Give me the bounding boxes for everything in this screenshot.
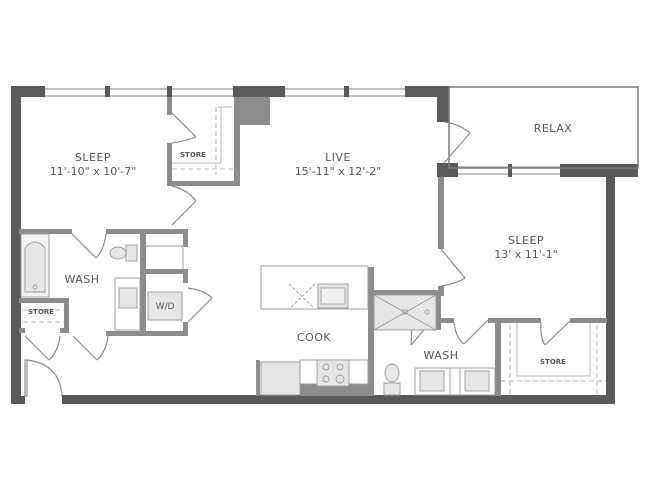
room-dim-sleep-2: 13' x 11'-1" — [494, 248, 558, 261]
room-name-relax: RELAX — [534, 122, 573, 135]
store-label-3: STORE — [540, 358, 566, 366]
toilet — [109, 246, 127, 260]
room-labels: SLEEP 11'-10" x 10'-7" LIVE 15'-11" x 12… — [28, 122, 572, 366]
room-name-wash-1: WASH — [64, 273, 99, 286]
doors — [24, 112, 571, 397]
room-dim-live: 15'-11" x 12'-2" — [295, 165, 382, 178]
washer-dryer — [147, 291, 183, 321]
relax-balcony-outline — [448, 86, 639, 169]
range-cooktop — [316, 359, 350, 387]
closet-solid-lines — [172, 106, 591, 377]
interior-walls — [19, 97, 607, 396]
room-name-live: LIVE — [325, 151, 351, 164]
sink — [464, 370, 490, 392]
room-dim-sleep-1: 11'-10" x 10'-7" — [50, 165, 137, 178]
room-name-sleep-1: SLEEP — [75, 151, 111, 164]
fixtures — [20, 233, 496, 396]
windows — [44, 88, 560, 175]
toilet — [384, 363, 400, 383]
refrigerator — [260, 361, 301, 396]
sink — [118, 287, 138, 309]
store-label-1: STORE — [180, 151, 206, 159]
kitchen-island — [260, 265, 369, 310]
room-name-cook: COOK — [297, 331, 331, 344]
sink — [419, 370, 445, 392]
washer-dryer-label: W/D — [156, 302, 175, 312]
store-label-2: STORE — [28, 308, 54, 316]
room-name-wash-2: WASH — [423, 349, 458, 362]
room-name-sleep-2: SLEEP — [508, 234, 544, 247]
